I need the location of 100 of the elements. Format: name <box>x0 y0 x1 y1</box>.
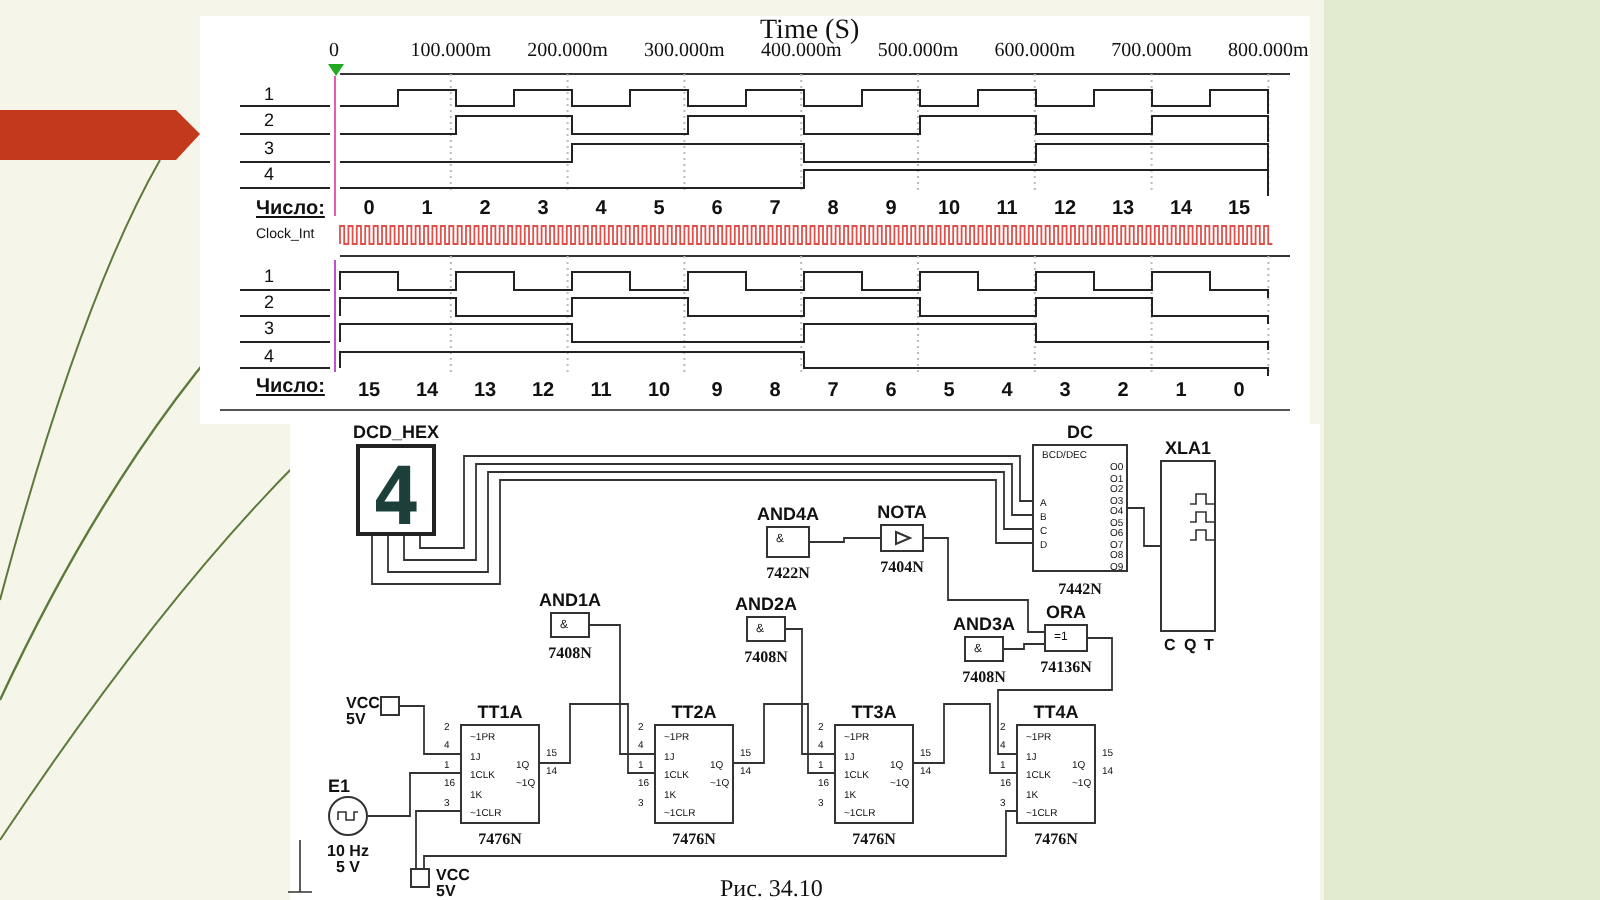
count-value: 12 <box>531 380 555 402</box>
count-value: 2 <box>1117 380 1129 402</box>
wire <box>589 624 655 755</box>
axis-tick-label: 100.000m <box>410 40 492 62</box>
count-value: 12 <box>1053 198 1077 220</box>
count-value: 8 <box>827 198 839 220</box>
part-number: 7476N <box>478 830 522 848</box>
wire <box>923 537 1045 633</box>
wire <box>913 703 1017 774</box>
axis-tick-label: 200.000m <box>527 40 608 62</box>
component-label: TT4A <box>1033 702 1079 722</box>
count-value: 14 <box>415 380 439 402</box>
wire <box>371 479 1033 585</box>
pin-label: Q <box>1184 636 1197 654</box>
count-value: 5 <box>943 380 955 402</box>
component-label: DCD_HEX <box>353 422 439 442</box>
part-number: 7404N <box>880 558 924 576</box>
axis-tick-label: 800.000m <box>1228 40 1309 62</box>
axis-tick-label: 500.000m <box>877 40 959 62</box>
count-value: 4 <box>1001 380 1013 402</box>
wire <box>387 471 1033 573</box>
count-value: 1 <box>1175 380 1187 402</box>
source-value: 10 Hz 5 V <box>325 844 371 878</box>
count-value: 9 <box>711 380 723 402</box>
channel-label: 2 <box>264 292 275 312</box>
wire <box>367 772 461 817</box>
pin-label: T <box>1204 636 1214 654</box>
wire <box>1003 643 1045 650</box>
wire <box>809 537 881 543</box>
component-label: TT1A <box>477 702 523 722</box>
part-number: 7408N <box>548 644 592 662</box>
count-value: 1 <box>421 198 433 220</box>
wire <box>1127 507 1161 547</box>
count-value: 11 <box>996 198 1018 220</box>
wire <box>403 463 1033 561</box>
component-label: TT2A <box>671 702 717 722</box>
part-number: 7408N <box>744 648 788 666</box>
count-value: 11 <box>590 380 612 402</box>
part-number: 7422N <box>766 564 810 582</box>
row-label: Число: <box>256 376 325 398</box>
pin-label: C <box>1164 636 1176 654</box>
part-number: 7408N <box>962 668 1006 686</box>
channel-label: 1 <box>264 84 275 104</box>
component-label: TT3A <box>851 702 897 722</box>
count-value: 15 <box>357 380 381 402</box>
component-label: ORA <box>1046 602 1086 622</box>
count-value: 3 <box>1059 380 1071 402</box>
count-value: 15 <box>1227 198 1251 220</box>
row-label: Число: <box>256 198 325 220</box>
component-label: AND4A <box>757 504 819 524</box>
count-value: 13 <box>473 380 497 402</box>
part-number: 74136N <box>1040 658 1092 676</box>
wire <box>997 637 1113 755</box>
channel-label: 1 <box>264 266 275 286</box>
component-label: AND3A <box>953 614 1015 634</box>
part-number: 7476N <box>1034 830 1078 848</box>
count-value: 2 <box>479 198 491 220</box>
axis-tick-label: 0 <box>329 40 339 62</box>
count-value: 7 <box>827 380 839 402</box>
axis-tick-label: 700.000m <box>1111 40 1192 62</box>
count-value: 5 <box>653 198 665 220</box>
channel-label: 3 <box>264 138 275 158</box>
component-label: XLA1 <box>1165 438 1211 458</box>
count-value: 10 <box>937 198 961 220</box>
count-value: 8 <box>769 380 781 402</box>
count-value: 4 <box>595 198 607 220</box>
axis-tick-label: 600.000m <box>994 40 1076 62</box>
count-value: 10 <box>647 380 671 402</box>
part-number: 7476N <box>672 830 716 848</box>
display-digit: 4 <box>372 452 421 544</box>
wire <box>423 810 1017 869</box>
part-number: 7476N <box>852 830 896 848</box>
channel-label: 4 <box>264 346 275 366</box>
count-value: 0 <box>363 198 375 220</box>
component-label: AND2A <box>735 594 797 614</box>
count-value: 13 <box>1111 198 1135 220</box>
count-value: 0 <box>1233 380 1245 402</box>
count-value: 9 <box>885 198 897 220</box>
count-value: 3 <box>537 198 549 220</box>
wire <box>539 703 655 774</box>
figure-caption: Рис. 34.10 <box>720 874 823 900</box>
wire <box>733 703 835 774</box>
axis-tick-label: 400.000m <box>760 40 842 62</box>
part-number: 7442N <box>1058 580 1102 598</box>
wire <box>399 705 461 755</box>
count-value: 6 <box>711 198 723 220</box>
channel-label: 4 <box>264 164 275 184</box>
channel-label: 3 <box>264 318 275 338</box>
power-label: VCC 5V <box>346 696 378 730</box>
count-value: 14 <box>1169 198 1193 220</box>
count-value: 7 <box>769 198 781 220</box>
component-label: E1 <box>328 776 351 796</box>
wire <box>785 628 835 755</box>
wire <box>419 455 1033 549</box>
power-label: VCC 5V <box>436 868 468 900</box>
wire <box>415 810 461 869</box>
component-label: NOTA <box>877 502 927 522</box>
component-label: AND1A <box>539 590 601 610</box>
channel-label: 2 <box>264 110 275 130</box>
component-label: DC <box>1067 422 1093 442</box>
